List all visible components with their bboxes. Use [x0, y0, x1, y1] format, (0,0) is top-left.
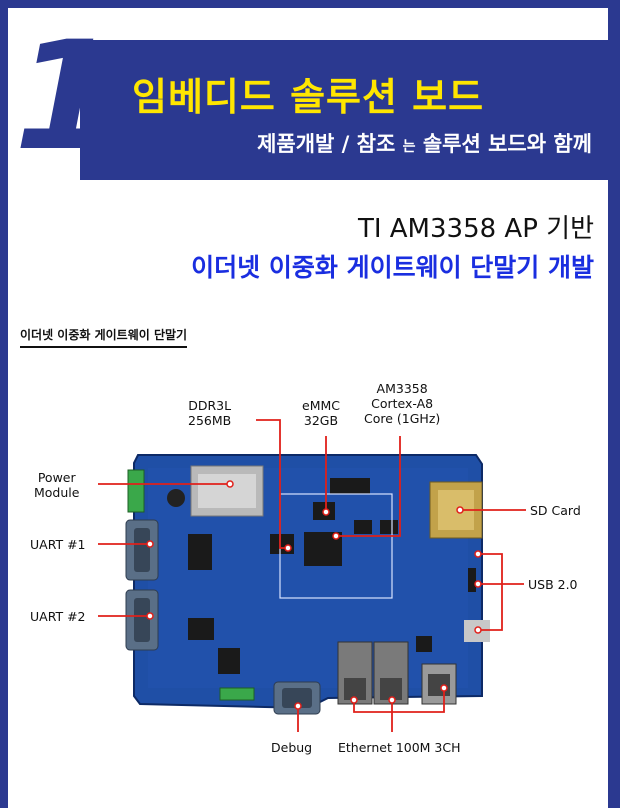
label-emmc-line2: 32GB — [303, 413, 339, 428]
label-usb: USB 2.0 — [528, 577, 578, 592]
product-heading: TI AM3358 AP 기반 — [357, 214, 594, 244]
product-subheading: 이더넷 이중화 게이트웨이 단말기 개발 — [191, 253, 594, 282]
subtitle-small: 는 — [402, 139, 416, 155]
debug-connector — [273, 681, 321, 715]
section-label: 이더넷 이중화 게이트웨이 단말기 — [20, 326, 188, 348]
uart1-connector — [125, 519, 159, 581]
label-ddr-line2: 256MB — [188, 413, 232, 428]
label-emmc-line1: eMMC — [302, 398, 340, 413]
banner-title: 임베디드 솔루션 보드 — [132, 75, 485, 119]
subtitle-main: 제품개발 / 참조 — [257, 132, 396, 156]
subtitle-end: 솔루션 보드와 함께 — [422, 132, 592, 156]
board-diagram — [98, 419, 526, 732]
label-cpu-line3: Core (1GHz) — [364, 411, 441, 426]
label-power: Power Module — [34, 470, 79, 500]
power-module — [127, 465, 264, 517]
callout-lines — [98, 419, 526, 732]
header-banner: 임베디드 솔루션 보드 제품개발 / 참조 는 솔루션 보드와 함께 — [80, 40, 608, 180]
label-cpu-line2: Cortex-A8 — [371, 396, 434, 411]
label-ddr-line1: DDR3L — [188, 398, 232, 413]
label-emmc: eMMC 32GB — [302, 398, 340, 428]
page: 1 임베디드 솔루션 보드 제품개발 / 참조 는 솔루션 보드와 함께 TI … — [8, 8, 608, 808]
sdcard-slot — [429, 481, 483, 539]
label-cpu: AM3358 Cortex-A8 Core (1GHz) — [364, 381, 440, 426]
callout-dots — [146, 480, 482, 710]
label-ddr: DDR3L 256MB — [188, 398, 231, 428]
label-sdcard: SD Card — [530, 503, 581, 518]
label-cpu-line1: AM3358 — [376, 381, 428, 396]
label-power-line1: Power — [37, 470, 76, 485]
ethernet-jacks — [337, 641, 457, 705]
uart2-connector — [125, 589, 159, 651]
label-uart1: UART #1 — [30, 537, 86, 552]
banner-subtitle: 제품개발 / 참조 는 솔루션 보드와 함께 — [257, 128, 592, 158]
label-debug: Debug — [271, 740, 313, 755]
label-uart2: UART #2 — [30, 609, 86, 624]
label-ethernet: Ethernet 100M 3CH — [338, 740, 461, 755]
label-power-line2: Module — [34, 485, 80, 500]
